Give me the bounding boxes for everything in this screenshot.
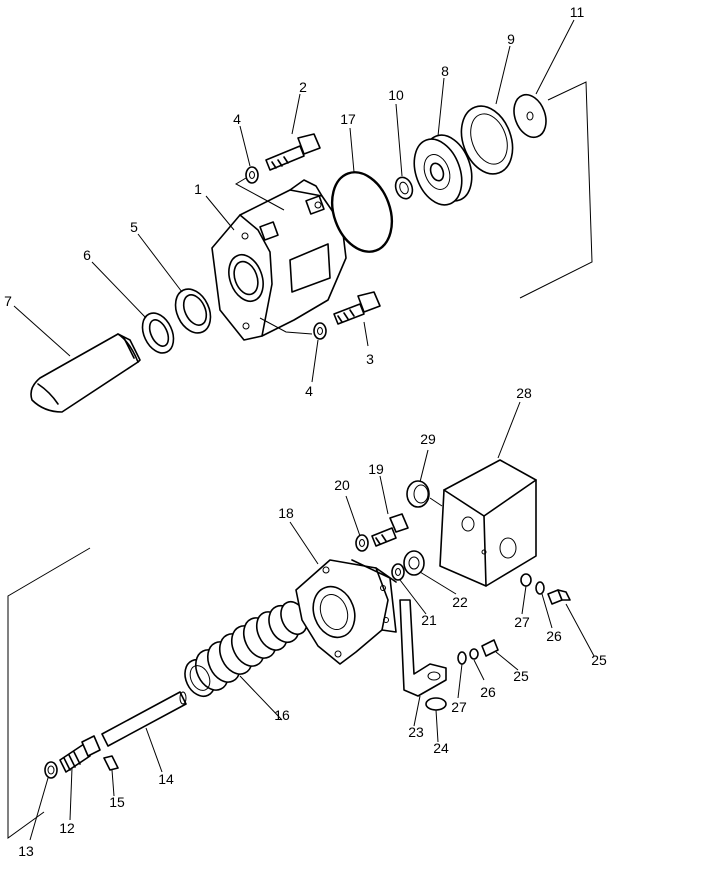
- callout-20: 20: [334, 477, 350, 493]
- part-12-threaded-fitting: [59, 735, 101, 773]
- callout-4-upper: 4: [233, 111, 241, 127]
- callout-11: 11: [570, 4, 585, 20]
- callout-8: 8: [441, 63, 449, 79]
- callout-3: 3: [366, 351, 374, 367]
- part-10-small-ring: [394, 176, 414, 200]
- part-4-washer-upper: [234, 166, 285, 211]
- callout-26-right: 26: [546, 628, 562, 644]
- part-13-snap-ring: [44, 761, 58, 779]
- part-15-pin: [103, 755, 119, 771]
- part-27-washer-upper: [520, 573, 532, 587]
- callout-5: 5: [130, 219, 138, 235]
- callout-9: 9: [507, 31, 515, 47]
- callout-6: 6: [83, 247, 91, 263]
- part-25-screw-upper: [547, 589, 571, 605]
- callout-2: 2: [299, 79, 307, 95]
- callout-17: 17: [340, 111, 356, 127]
- part-20-washer: [355, 534, 369, 552]
- callout-13: 13: [18, 843, 34, 859]
- callout-25-right: 25: [591, 652, 607, 668]
- part-17-o-ring: [330, 171, 394, 253]
- assembly-bracket-line-lower: [7, 547, 91, 839]
- callout-16: 16: [274, 707, 290, 723]
- part-9-ring: [460, 105, 514, 175]
- callout-1: 1: [194, 181, 202, 197]
- part-25-screw-lower: [481, 639, 499, 657]
- callout-19: 19: [368, 461, 384, 477]
- part-3-bolt: [333, 291, 381, 325]
- callout-labels: 1 2 3 4 4 5 6 7 8 9 10 11 12 13 14 15 16…: [4, 4, 607, 859]
- part-26-washer-lower: [469, 648, 479, 660]
- part-14-rod: [101, 691, 187, 747]
- callout-10: 10: [388, 87, 404, 103]
- part-6-ring: [141, 312, 175, 354]
- callout-25-lower: 25: [513, 668, 529, 684]
- callout-4-lower: 4: [305, 383, 313, 399]
- callout-21: 21: [421, 612, 437, 628]
- part-24-washer: [425, 697, 447, 711]
- part-1-housing: [211, 179, 347, 341]
- callout-23: 23: [408, 724, 424, 740]
- callout-7: 7: [4, 293, 12, 309]
- part-11-cap: [513, 93, 547, 139]
- part-5-seal: [174, 288, 212, 334]
- part-7-grip: [30, 333, 141, 413]
- callout-27-right: 27: [514, 614, 530, 630]
- callout-22: 22: [452, 594, 468, 610]
- callout-14: 14: [158, 771, 174, 787]
- part-28-cover-box: [439, 459, 537, 587]
- part-4-washer-lower: [259, 317, 327, 340]
- part-2-bolt: [265, 133, 321, 171]
- callout-18: 18: [278, 505, 294, 521]
- part-8-spool: [413, 134, 473, 206]
- part-21-small-ring: [391, 563, 405, 581]
- part-26-washer-upper: [535, 581, 545, 595]
- leader-lines: [13, 19, 595, 841]
- part-27-washer-lower: [457, 651, 467, 665]
- part-16-bellows: [184, 600, 308, 698]
- assembly-bracket-line-upper: [519, 81, 593, 299]
- callout-29: 29: [420, 431, 436, 447]
- part-18-flange: [295, 559, 397, 665]
- callout-28: 28: [516, 385, 532, 401]
- callout-12: 12: [59, 820, 75, 836]
- part-22-grommet: [403, 550, 425, 576]
- callout-15: 15: [109, 794, 125, 810]
- part-23-bracket: [399, 599, 447, 697]
- part-19-bolt: [371, 513, 409, 547]
- part-29-plug: [406, 480, 443, 508]
- callout-27-lower: 27: [451, 699, 467, 715]
- callout-26-lower: 26: [480, 684, 496, 700]
- callout-24: 24: [433, 740, 449, 756]
